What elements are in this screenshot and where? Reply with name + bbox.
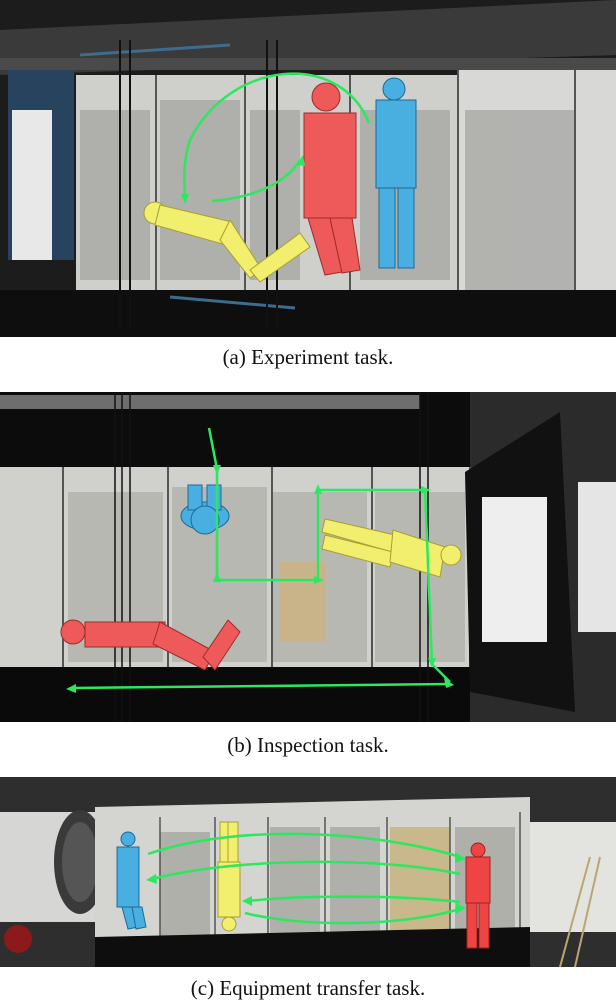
panel-b-image [0, 392, 616, 722]
agent-yellow [217, 821, 241, 932]
agent-red [60, 619, 241, 671]
agent-blue [116, 831, 147, 930]
panel-c-image [0, 777, 616, 967]
agent-yellow [321, 518, 462, 578]
equipment-transfer-scene [0, 777, 616, 967]
panel-c-caption: (c) Equipment transfer task. [190, 976, 426, 1000]
inspection-scene [0, 392, 616, 722]
agent-yellow [143, 201, 311, 283]
agent-red [465, 842, 491, 949]
panel-b-caption: (b) Inspection task. [227, 733, 389, 757]
panel-a-image [0, 0, 616, 337]
agent-red [303, 82, 361, 276]
panel-a-caption: (a) Experiment task. [222, 345, 394, 369]
agent-blue [375, 77, 417, 269]
experiment-scene [0, 0, 616, 337]
